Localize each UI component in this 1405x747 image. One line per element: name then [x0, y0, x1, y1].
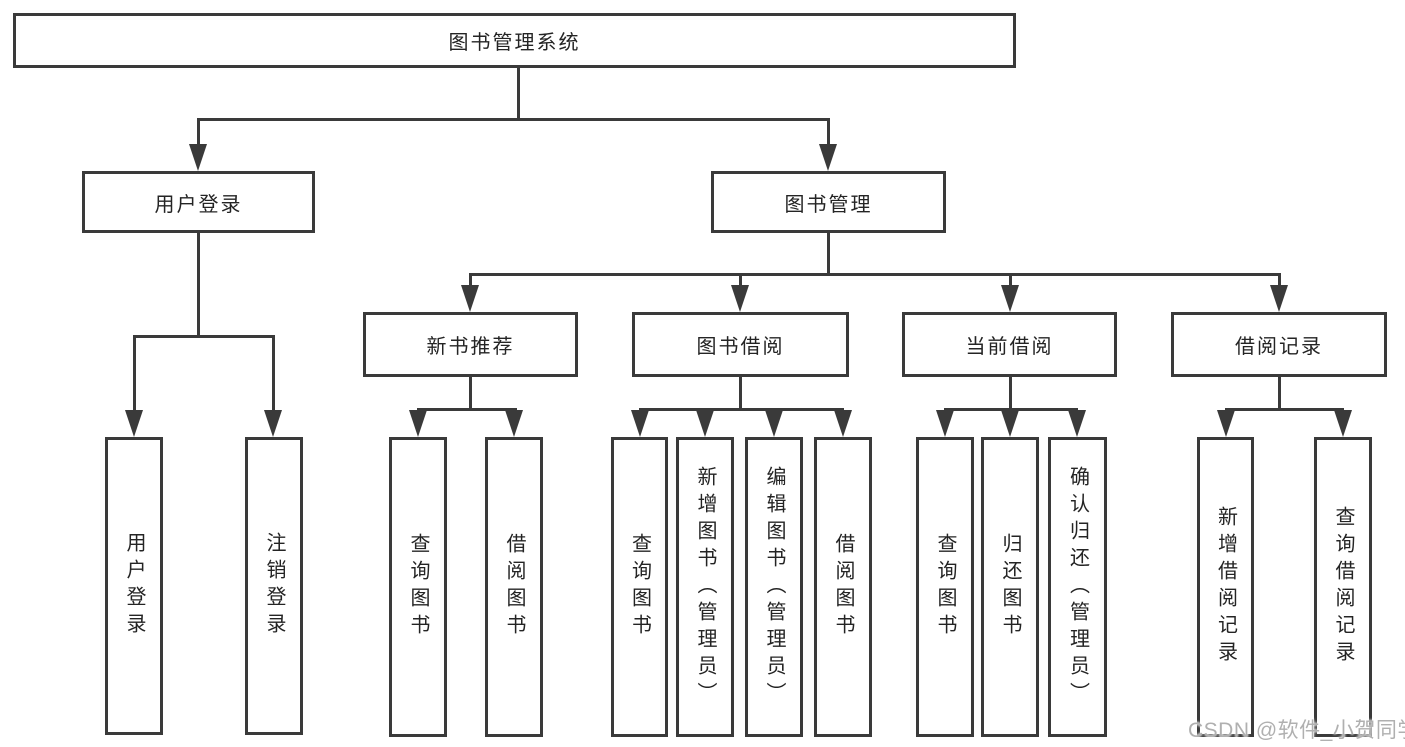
arrow-down-icon — [819, 144, 837, 171]
leaf-query-books-2: 查询图书 — [611, 437, 668, 737]
node-book-management-label: 图书管理 — [784, 193, 873, 216]
connector-line — [469, 273, 1281, 276]
arrow-down-icon — [1001, 410, 1019, 437]
connector-line — [469, 377, 472, 408]
arrow-down-icon — [264, 410, 282, 437]
connector-line — [739, 276, 742, 287]
leaf-add-book-admin-label: 新增图书（管理员） — [694, 465, 716, 709]
leaf-logout: 注销登录 — [245, 437, 303, 735]
csdn-watermark: CSDN @软件_小贺同学 — [1188, 719, 1405, 742]
node-new-book-recommend-label: 新书推荐 — [426, 336, 515, 358]
arrow-down-icon — [834, 410, 852, 437]
node-user-login: 用户登录 — [82, 171, 315, 233]
arrow-down-icon — [731, 285, 749, 312]
connector-line — [133, 335, 275, 338]
arrow-down-icon — [1334, 410, 1352, 437]
node-borrow-records-label: 借阅记录 — [1235, 336, 1323, 358]
connector-line — [197, 118, 830, 121]
connector-line — [417, 408, 517, 411]
connector-line — [827, 121, 830, 147]
leaf-user-login-label: 用户登录 — [123, 532, 145, 640]
node-book-management: 图书管理 — [711, 171, 946, 233]
arrow-down-icon — [1068, 410, 1086, 437]
leaf-return-book-label: 归还图书 — [999, 533, 1021, 641]
leaf-borrow-books-2: 借阅图书 — [814, 437, 872, 737]
leaf-add-borrow-record: 新增借阅记录 — [1197, 437, 1254, 737]
arrow-down-icon — [1270, 285, 1288, 312]
leaf-return-book: 归还图书 — [981, 437, 1039, 737]
leaf-logout-label: 注销登录 — [263, 532, 285, 640]
node-current-borrow-label: 当前借阅 — [965, 336, 1054, 358]
node-current-borrow: 当前借阅 — [902, 312, 1117, 377]
connector-line — [1009, 276, 1012, 287]
leaf-borrow-books-1: 借阅图书 — [485, 437, 543, 737]
arrow-down-icon — [631, 410, 649, 437]
leaf-query-books-1: 查询图书 — [389, 437, 447, 737]
node-root-label: 图书管理系统 — [448, 32, 581, 54]
node-new-book-recommend: 新书推荐 — [363, 312, 578, 377]
connector-line — [197, 233, 200, 335]
leaf-borrow-books-2-label: 借阅图书 — [832, 533, 854, 641]
node-book-borrow-label: 图书借阅 — [696, 336, 785, 358]
node-book-borrow: 图书借阅 — [632, 312, 849, 377]
node-user-login-label: 用户登录 — [154, 193, 243, 216]
connector-line — [639, 408, 844, 411]
connector-line — [1278, 377, 1281, 408]
arrow-down-icon — [189, 144, 207, 171]
leaf-confirm-return-admin: 确认归还（管理员） — [1048, 437, 1107, 737]
leaf-query-books-3: 查询图书 — [916, 437, 974, 737]
arrow-down-icon — [461, 285, 479, 312]
leaf-add-borrow-record-label: 新增借阅记录 — [1214, 506, 1237, 668]
connector-line — [1278, 276, 1281, 287]
leaf-query-borrow-record: 查询借阅记录 — [1314, 437, 1372, 737]
leaf-confirm-return-admin-label: 确认归还（管理员） — [1066, 465, 1089, 709]
connector-line — [517, 68, 520, 118]
leaf-query-books-2-label: 查询图书 — [628, 533, 651, 641]
connector-line — [469, 276, 472, 287]
node-root: 图书管理系统 — [13, 13, 1016, 68]
arrow-down-icon — [409, 410, 427, 437]
connector-line — [272, 338, 275, 412]
leaf-borrow-books-1-label: 借阅图书 — [503, 533, 525, 641]
connector-line — [133, 338, 136, 412]
leaf-query-books-1-label: 查询图书 — [407, 533, 429, 641]
connector-line — [1225, 408, 1344, 411]
arrow-down-icon — [696, 410, 714, 437]
arrow-down-icon — [1001, 285, 1019, 312]
arrow-down-icon — [765, 410, 783, 437]
connector-line — [944, 408, 1078, 411]
connector-line — [1009, 377, 1012, 408]
leaf-add-book-admin: 新增图书（管理员） — [676, 437, 734, 737]
connector-line — [197, 121, 200, 147]
leaf-query-books-3-label: 查询图书 — [934, 533, 956, 641]
arrow-down-icon — [1217, 410, 1235, 437]
leaf-edit-book-admin: 编辑图书（管理员） — [745, 437, 803, 737]
leaf-user-login: 用户登录 — [105, 437, 163, 735]
connector-line — [827, 233, 830, 273]
leaf-edit-book-admin-label: 编辑图书（管理员） — [763, 465, 785, 709]
arrow-down-icon — [936, 410, 954, 437]
connector-line — [739, 377, 742, 408]
node-borrow-records: 借阅记录 — [1171, 312, 1387, 377]
leaf-query-borrow-record-label: 查询借阅记录 — [1332, 506, 1354, 668]
arrow-down-icon — [505, 410, 523, 437]
arrow-down-icon — [125, 410, 143, 437]
